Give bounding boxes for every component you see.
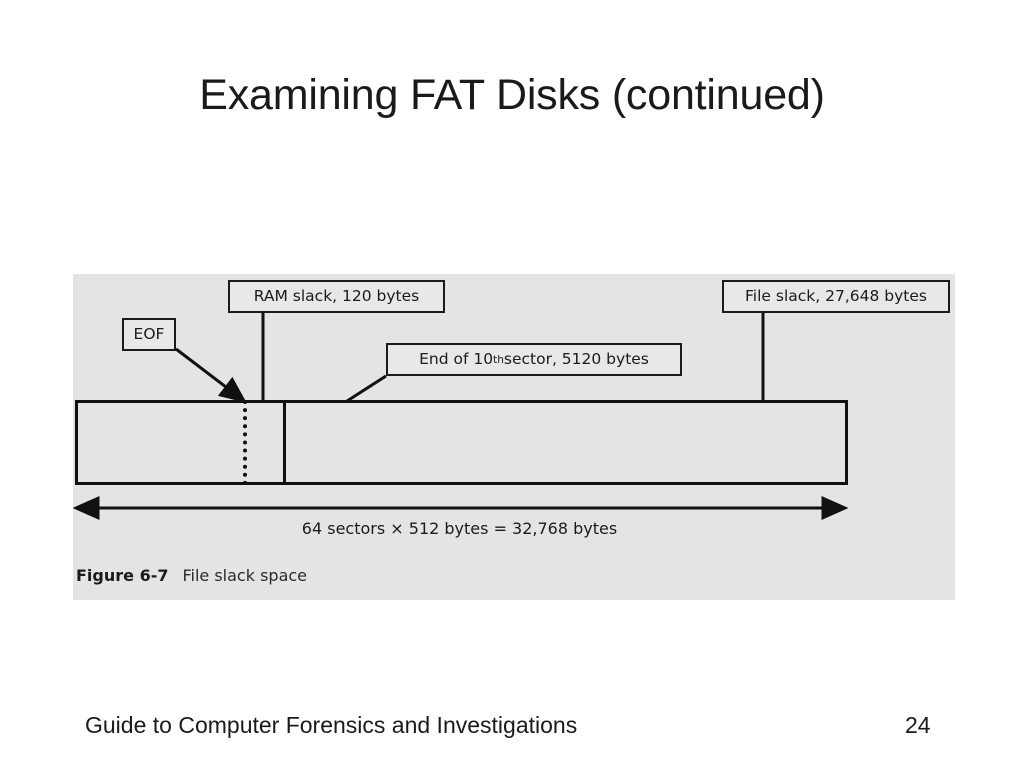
eof-dotted-marker [243,400,247,485]
callout-file-slack: File slack, 27,648 bytes [722,280,950,313]
footer-book-title: Guide to Computer Forensics and Investig… [85,712,578,738]
callout-ram-slack: RAM slack, 120 bytes [228,280,445,313]
footer-page-number: 24 [905,712,931,738]
figure-caption-number: Figure 6-7 [76,566,169,585]
figure-caption: Figure 6-7 File slack space [76,566,307,585]
callout-eof: EOF [122,318,176,351]
callout-end-of-sector-suffix: sector, 5120 bytes [503,349,649,368]
cluster-bar [75,400,848,485]
callout-file-slack-label: File slack, 27,648 bytes [745,286,927,305]
callout-ram-slack-label: RAM slack, 120 bytes [253,286,420,305]
page-title: Examining FAT Disks (continued) [199,71,825,119]
callout-eof-label: EOF [133,324,165,343]
callout-end-of-sector-prefix: End of 10 [419,349,494,368]
sector-boundary-divider [283,400,286,485]
figure-caption-text: File slack space [182,566,308,585]
eof-arrow [175,347,247,403]
cluster-size-caption: 64 sectors × 512 bytes = 32,768 bytes [301,519,618,538]
